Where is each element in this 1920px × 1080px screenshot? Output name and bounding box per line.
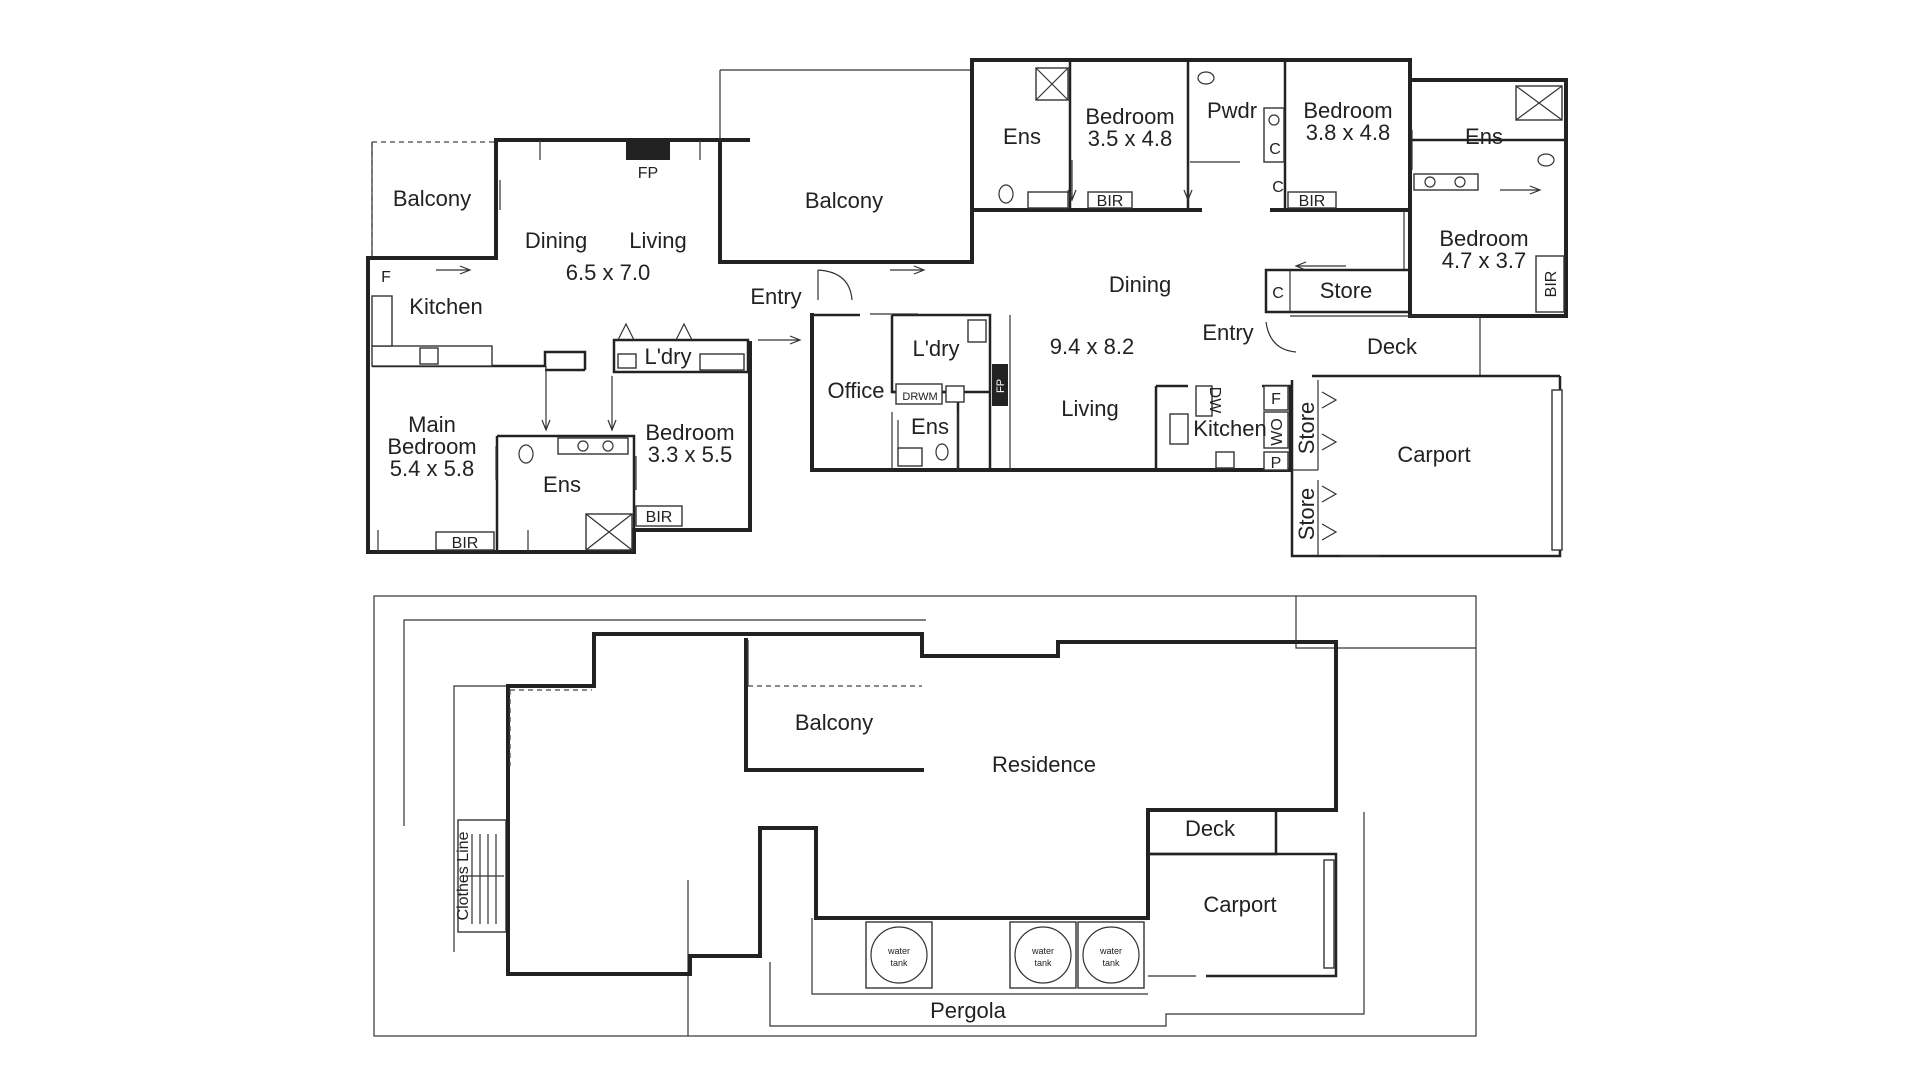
- bedroom-3-label: Bedroom: [1439, 226, 1528, 251]
- site-residence-label: Residence: [992, 752, 1096, 777]
- wall-oven-label: WO: [1269, 418, 1286, 446]
- bedroom-2-label: Bedroom: [1303, 98, 1392, 123]
- living-left-label: Living: [629, 228, 686, 253]
- ensuite-3-label: Ens: [911, 414, 949, 439]
- cupboard-store-label: C: [1272, 285, 1284, 302]
- site-carport-label: Carport: [1203, 892, 1276, 917]
- store-2-label: Store: [1294, 488, 1319, 541]
- dining-right-label: Dining: [1109, 272, 1171, 297]
- deck-right-label: Deck: [1367, 334, 1418, 359]
- tank-2-label-2: tank: [1034, 958, 1052, 968]
- main-bedroom-label-2: Bedroom: [387, 434, 476, 459]
- fireplace-label: FP: [638, 165, 658, 182]
- tank-3-label-2: tank: [1102, 958, 1120, 968]
- balcony-left-label: Balcony: [393, 186, 471, 211]
- main-bedroom-dims: 5.4 x 5.8: [390, 456, 474, 481]
- fireplace-right-block: [992, 364, 1008, 406]
- entry-centre-label: Entry: [750, 284, 801, 309]
- entry-right-label: Entry: [1202, 320, 1253, 345]
- fireplace-right-label: FP: [995, 379, 1007, 393]
- office-label: Office: [827, 378, 884, 403]
- living-right-dims: 9.4 x 8.2: [1050, 334, 1134, 359]
- bedroom-left-label: Bedroom: [645, 420, 734, 445]
- bir-1-label: BIR: [1097, 193, 1124, 210]
- fridge-right-label: F: [1271, 391, 1281, 408]
- centre-block: [718, 58, 974, 301]
- cupboard-1-label: C: [1269, 141, 1281, 158]
- tank-2-label-1: water: [1031, 946, 1054, 956]
- bir-3-label: BIR: [1543, 271, 1560, 298]
- dining-left-label: Dining: [525, 228, 587, 253]
- tank-1-label-2: tank: [890, 958, 908, 968]
- main-bedroom-label-1: Main: [408, 412, 456, 437]
- bedroom-1-label: Bedroom: [1085, 104, 1174, 129]
- fridge-left-label: F: [381, 269, 391, 286]
- bir-main-label: BIR: [452, 535, 479, 552]
- cupboard-2-label: C: [1272, 179, 1284, 196]
- laundry-left-label: L'dry: [645, 344, 692, 369]
- dishwasher-label: DW: [1206, 387, 1223, 415]
- bir-2-label: BIR: [1299, 193, 1326, 210]
- kitchen-left-label: Kitchen: [409, 294, 482, 319]
- balcony-centre-label: Balcony: [805, 188, 883, 213]
- pantry-label: P: [1271, 455, 1282, 472]
- store-label: Store: [1320, 278, 1373, 303]
- bedroom-left-dims: 3.3 x 5.5: [648, 442, 732, 467]
- tank-3-label-1: water: [1099, 946, 1122, 956]
- living-left-dims: 6.5 x 7.0: [566, 260, 650, 285]
- dryer-washer-label: DRWM: [902, 391, 937, 403]
- ensuite-1-label: Ens: [1003, 124, 1041, 149]
- ensuite-2-label: Ens: [1465, 124, 1503, 149]
- bedroom-3-dims: 4.7 x 3.7: [1442, 248, 1526, 273]
- bedroom-1-dims: 3.5 x 4.8: [1088, 126, 1172, 151]
- laundry-right-label: L'dry: [913, 336, 960, 361]
- living-right-label: Living: [1061, 396, 1118, 421]
- kitchen-right-label: Kitchen: [1193, 416, 1266, 441]
- tank-1-label-1: water: [887, 946, 910, 956]
- pergola-label: Pergola: [930, 998, 1007, 1023]
- clothes-line-label: Clothes Line: [455, 831, 472, 920]
- site-deck-label: Deck: [1185, 816, 1236, 841]
- store-1-label: Store: [1294, 402, 1319, 455]
- powder-label: Pwdr: [1207, 98, 1257, 123]
- bir-bedroom-left-label: BIR: [646, 509, 673, 526]
- left-wing: [366, 138, 802, 554]
- carport-upper-label: Carport: [1397, 442, 1470, 467]
- site-plan: [373, 595, 1477, 1037]
- fireplace-block: [626, 142, 670, 160]
- ensuite-left-label: Ens: [543, 472, 581, 497]
- site-balcony-label: Balcony: [795, 710, 873, 735]
- right-wing: [810, 58, 1568, 558]
- bedroom-2-dims: 3.8 x 4.8: [1306, 120, 1390, 145]
